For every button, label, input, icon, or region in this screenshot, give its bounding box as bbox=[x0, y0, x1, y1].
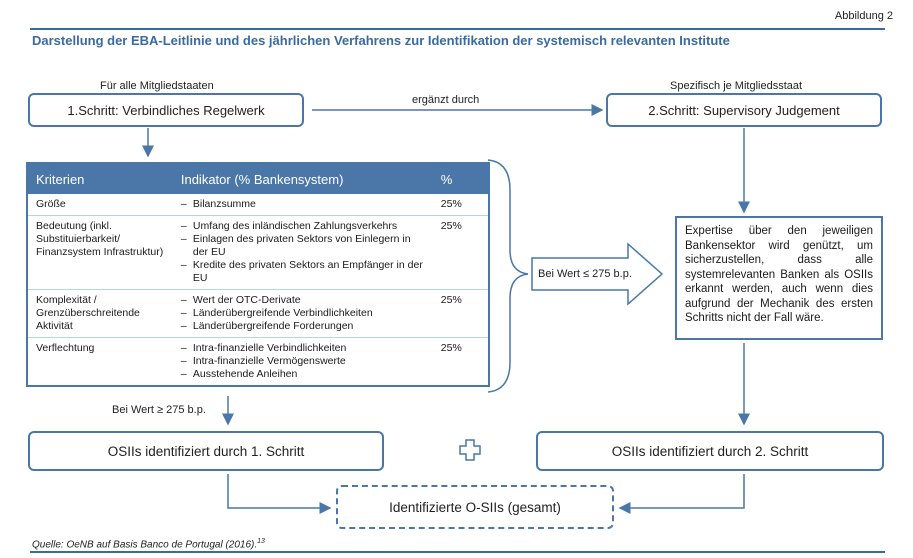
threshold-arrow-shape bbox=[531, 242, 664, 306]
connector-label: ergänzt durch bbox=[412, 94, 480, 106]
step1-label: 1.Schritt: Verbindliches Regelwerk bbox=[67, 102, 265, 118]
top-rule bbox=[30, 28, 885, 30]
indicator-item: Länderübergreifende Forderungen bbox=[181, 320, 425, 333]
indicator-item: Kredite des privaten Sektors an Empfänge… bbox=[181, 259, 425, 285]
source-note: Quelle: OeNB auf Basis Banco de Portugal… bbox=[32, 538, 265, 550]
percent-cell: 25% bbox=[432, 215, 488, 290]
osii2-box: OSIIs identifiziert durch 2. Schritt bbox=[536, 431, 884, 471]
percent-cell: 25% bbox=[432, 194, 488, 216]
figure-label: Abbildung 2 bbox=[834, 10, 893, 22]
expertise-text: Expertise über den jeweiligen Bankensekt… bbox=[685, 225, 873, 324]
threshold-low-label: Bei Wert ≤ 275 b.p. bbox=[538, 268, 632, 280]
total-box: Identifizierte O-SIIs (gesamt) bbox=[336, 485, 614, 529]
source-footnote: 13 bbox=[257, 538, 265, 545]
criterion-cell: Komplexität / Grenzüberschreitende Aktiv… bbox=[28, 289, 173, 338]
indicator-item: Ausstehende Anleihen bbox=[181, 368, 425, 381]
table-row: Bedeutung (inkl. Substituierbarkeit/ Fin… bbox=[28, 215, 488, 290]
source-text: Quelle: OeNB auf Basis Banco de Portugal… bbox=[32, 539, 258, 551]
figure-title: Darstellung der EBA-Leitlinie und des jä… bbox=[32, 33, 730, 48]
indicator-item: Einlagen des privaten Sektors von Einleg… bbox=[181, 233, 425, 259]
indicator-cell: Bilanzsumme bbox=[172, 194, 433, 216]
table-row: Verflechtung Intra-finanzielle Verbindli… bbox=[28, 337, 488, 385]
criteria-table-frame: Kriterien Indikator (% Bankensystem) % G… bbox=[26, 162, 490, 387]
arrow-osii2-to-total bbox=[618, 474, 745, 514]
osii1-box: OSIIs identifiziert durch 1. Schritt bbox=[28, 431, 384, 471]
criterion-cell: Größe bbox=[28, 194, 173, 216]
indicator-item: Bilanzsumme bbox=[181, 198, 425, 211]
criterion-cell: Bedeutung (inkl. Substituierbarkeit/ Fin… bbox=[28, 215, 173, 290]
expertise-box: Expertise über den jeweiligen Bankensekt… bbox=[675, 216, 883, 340]
indicator-cell: Wert der OTC-Derivate Länderübergreifend… bbox=[172, 289, 433, 338]
indicator-item: Wert der OTC-Derivate bbox=[181, 294, 425, 307]
indicator-cell: Intra-finanzielle Verbindlichkeiten Intr… bbox=[172, 337, 433, 385]
indicator-item: Intra-finanzielle Verbindlichkeiten bbox=[181, 342, 425, 355]
osii1-label: OSIIs identifiziert durch 1. Schritt bbox=[107, 443, 305, 459]
table-header-row: Kriterien Indikator (% Bankensystem) % bbox=[28, 164, 488, 194]
table-row: Komplexität / Grenzüberschreitende Aktiv… bbox=[28, 289, 488, 338]
percent-cell: 25% bbox=[432, 337, 488, 385]
step2-box: 2.Schritt: Supervisory Judgement bbox=[606, 93, 882, 127]
arrow-osii1-to-total bbox=[227, 474, 332, 514]
header-indicator: Indikator (% Bankensystem) bbox=[172, 164, 433, 194]
bottom-rule bbox=[30, 551, 885, 553]
threshold-high-label: Bei Wert ≥ 275 b.p. bbox=[112, 404, 206, 416]
indicator-item: Intra-finanzielle Vermögenswerte bbox=[181, 355, 425, 368]
indicator-cell: Umfang des inländischen Zahlungsverkehrs… bbox=[172, 215, 433, 290]
osii2-label: OSIIs identifiziert durch 2. Schritt bbox=[611, 443, 809, 459]
criteria-table: Kriterien Indikator (% Bankensystem) % G… bbox=[28, 164, 488, 385]
table-row: Größe Bilanzsumme 25% bbox=[28, 194, 488, 216]
percent-cell: 25% bbox=[432, 289, 488, 338]
criterion-cell: Verflechtung bbox=[28, 337, 173, 385]
total-label: Identifizierte O-SIIs (gesamt) bbox=[389, 499, 561, 515]
plus-icon bbox=[459, 439, 481, 461]
left-caption: Für alle Mitgliedstaaten bbox=[100, 80, 214, 92]
header-percent: % bbox=[432, 164, 488, 194]
step1-box: 1.Schritt: Verbindliches Regelwerk bbox=[28, 93, 304, 127]
step2-label: 2.Schritt: Supervisory Judgement bbox=[648, 102, 840, 118]
indicator-item: Länderübergreifende Verbindlichkeiten bbox=[181, 307, 425, 320]
right-caption: Spezifisch je Mitgliedsstaat bbox=[670, 80, 803, 92]
curly-brace bbox=[487, 159, 529, 393]
indicator-item: Umfang des inländischen Zahlungsverkehrs bbox=[181, 220, 425, 233]
header-criteria: Kriterien bbox=[28, 164, 173, 194]
